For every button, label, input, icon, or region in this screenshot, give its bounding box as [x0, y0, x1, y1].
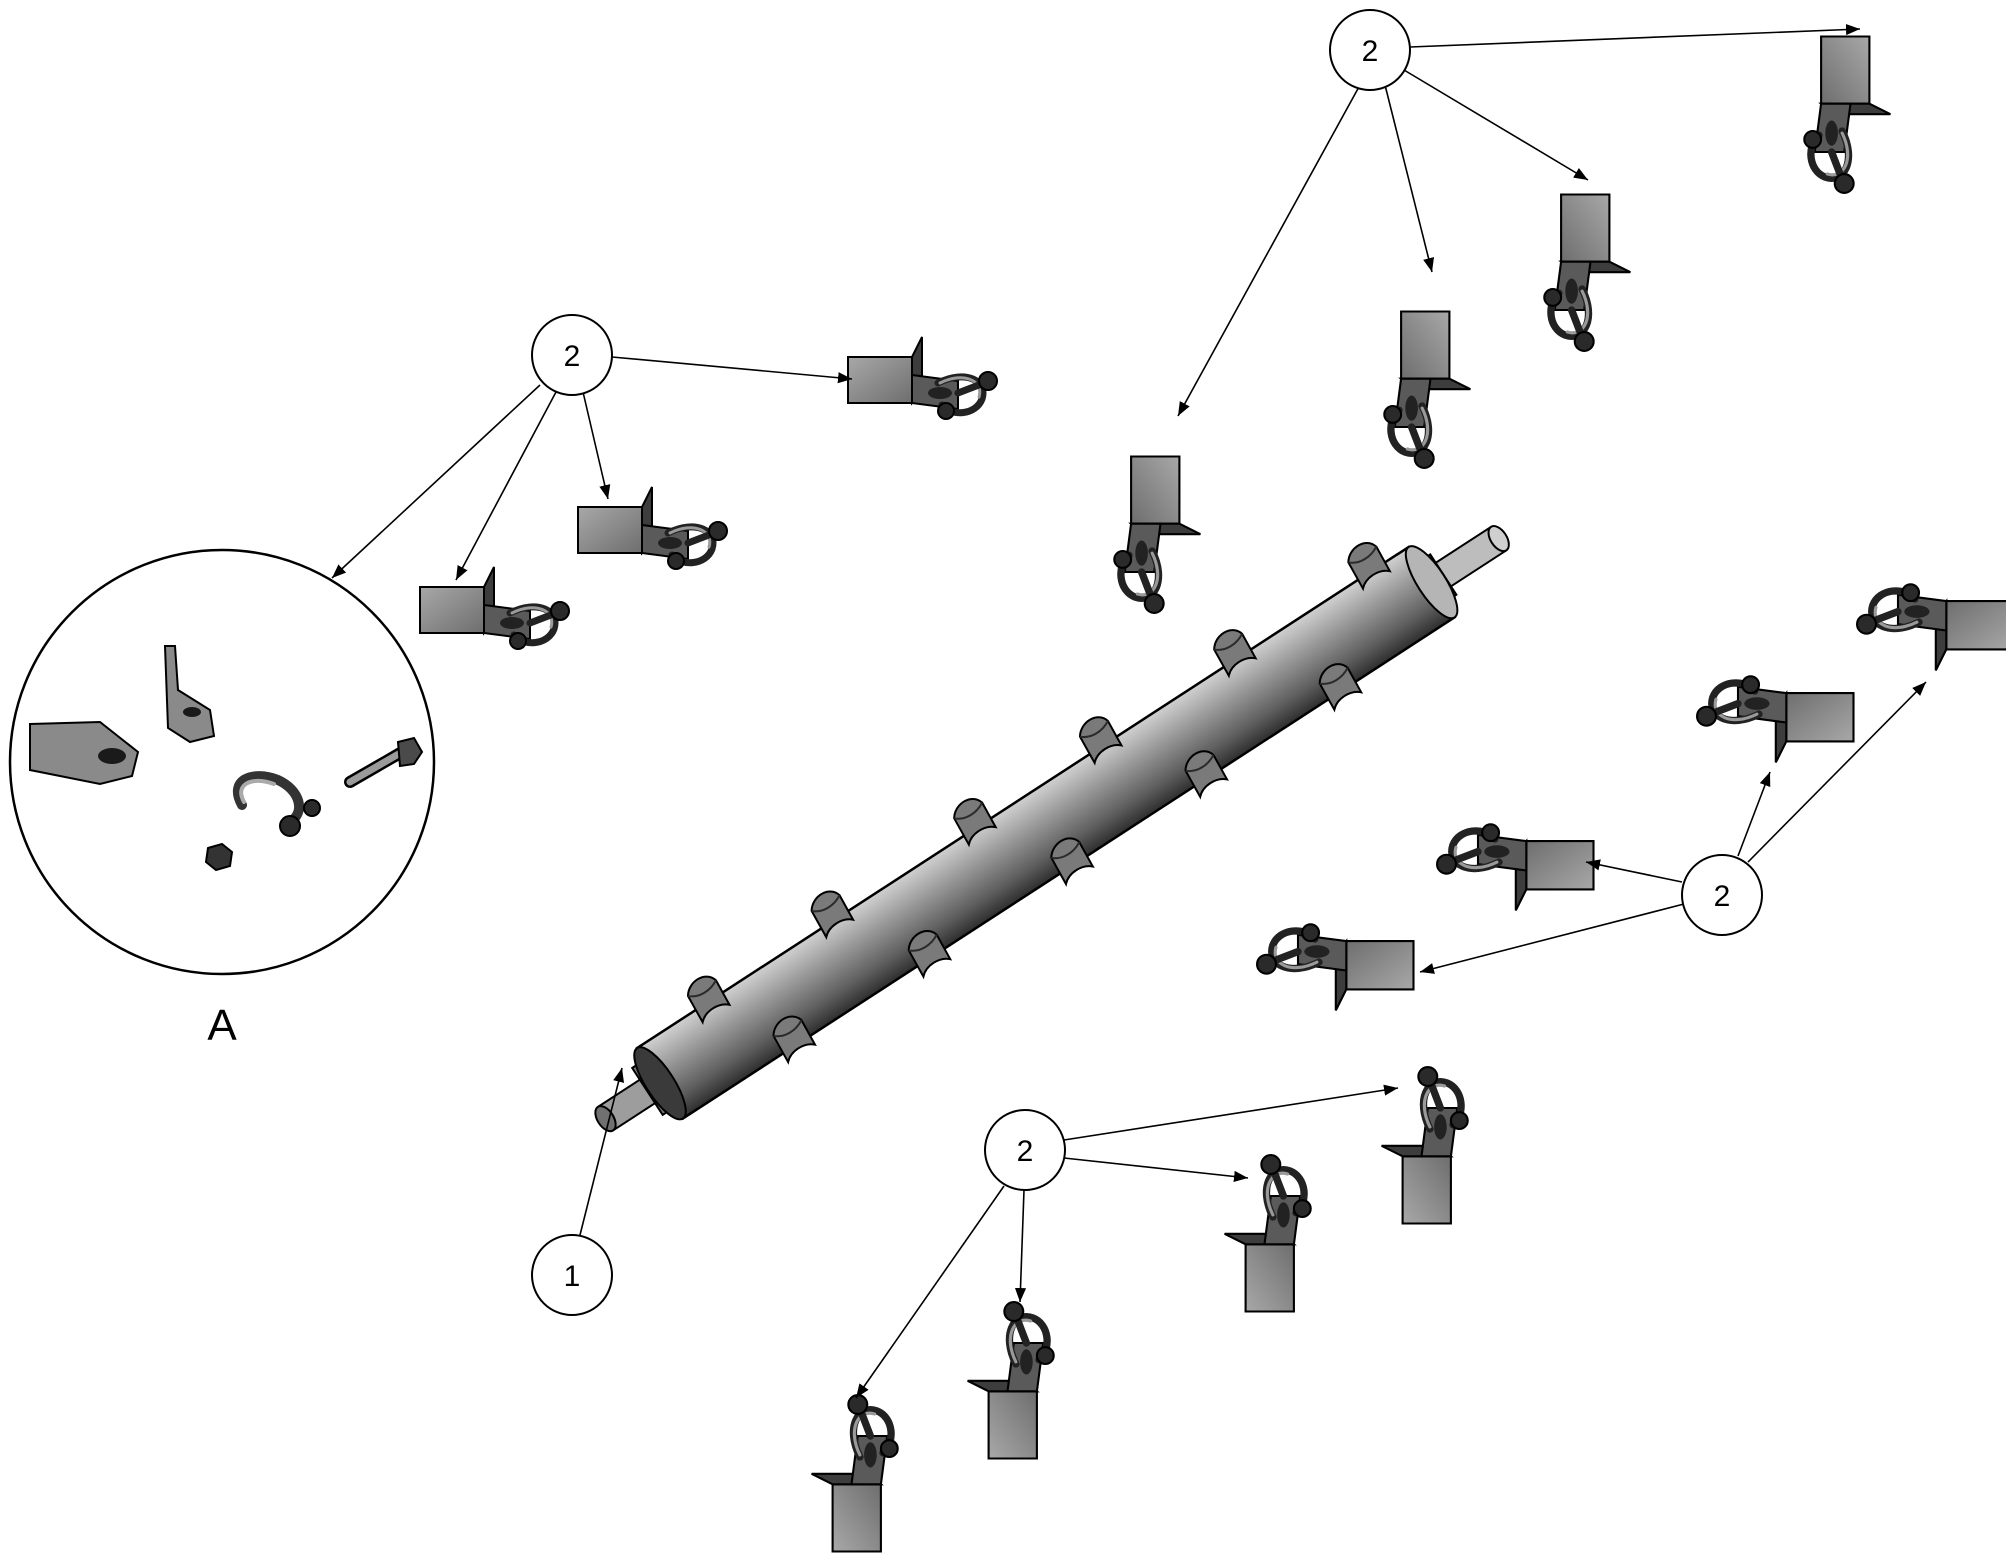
shackle-part [232, 771, 321, 837]
angle-bracket-part [29, 720, 140, 786]
callout-upper-left-2: 2 [531, 314, 613, 396]
callout-bottom-2: 2 [984, 1109, 1066, 1191]
detail-view-a [8, 548, 436, 976]
small-plate-part [163, 645, 216, 744]
nut-part [204, 842, 234, 872]
blade-assemblies-bottom [812, 1067, 1468, 1551]
callout-upper-right-2: 2 [1329, 9, 1411, 91]
blade-assemblies-upper-right [1114, 37, 1890, 613]
svg-text:2: 2 [1362, 35, 1379, 68]
blade-assemblies-upper-left [420, 337, 997, 649]
leader-lines [331, 23, 1927, 1399]
svg-text:2: 2 [564, 340, 581, 373]
bolt-part [344, 736, 424, 788]
svg-text:2: 2 [1017, 1135, 1034, 1168]
svg-text:2: 2 [1714, 880, 1731, 913]
shaft-assembly [594, 525, 1510, 1133]
detail-view-label: A [207, 1001, 237, 1050]
svg-text:1: 1 [564, 1260, 581, 1293]
callout-shaft-1: 1 [531, 1234, 613, 1316]
callout-right-2: 2 [1681, 854, 1763, 936]
